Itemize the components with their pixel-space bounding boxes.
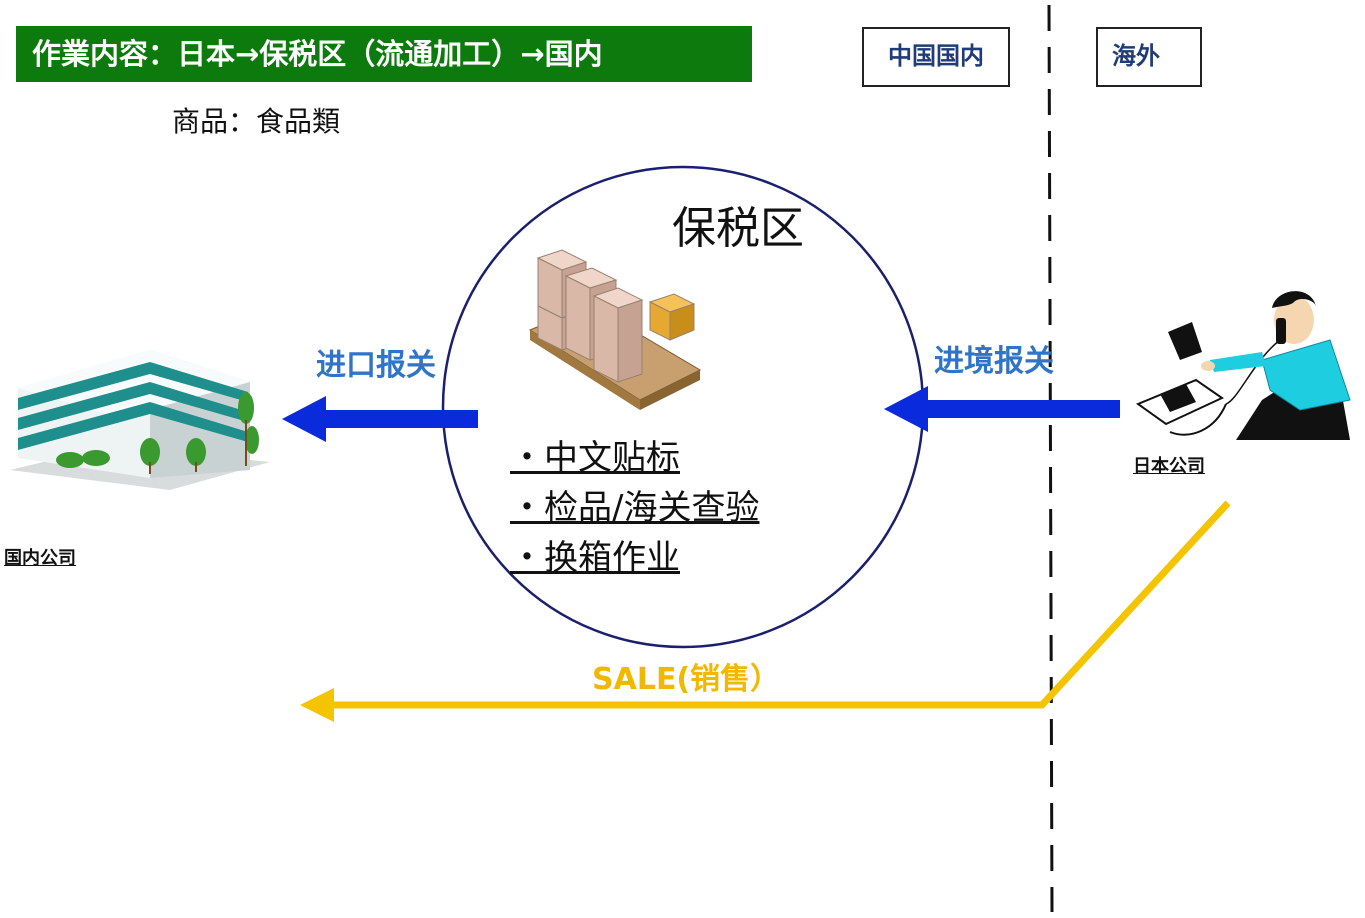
pallet-boxes-icon [528,249,702,410]
office-building-icon [10,350,270,490]
sale-label: SALE(销售） [592,662,781,697]
region-china-label: 中国国内 [862,27,1010,87]
import-customs-label: 进口报关 [316,348,436,383]
region-overseas-label: 海外 [1096,27,1202,87]
domestic-company-label: 国内公司 [4,548,76,569]
sale-arrow [300,500,1231,722]
border-dashed-line [1047,4,1054,913]
import-arrow [282,396,478,442]
work-content-title: 作業内容：日本→保税区（流通加工）→国内 [16,26,752,82]
goods-label: 商品：食品類 [172,105,341,138]
entry-arrow [884,386,1120,432]
task-repacking: ・换箱作业 [510,538,680,578]
task-inspection: ・检品/海关查验 [510,488,760,528]
businessman-phone-icon [1135,291,1351,440]
bonded-zone-title: 保税区 [672,203,804,254]
task-chinese-labeling: ・中文贴标 [510,438,680,478]
japan-company-label: 日本公司 [1133,456,1205,477]
entry-customs-label: 进境报关 [934,344,1054,379]
